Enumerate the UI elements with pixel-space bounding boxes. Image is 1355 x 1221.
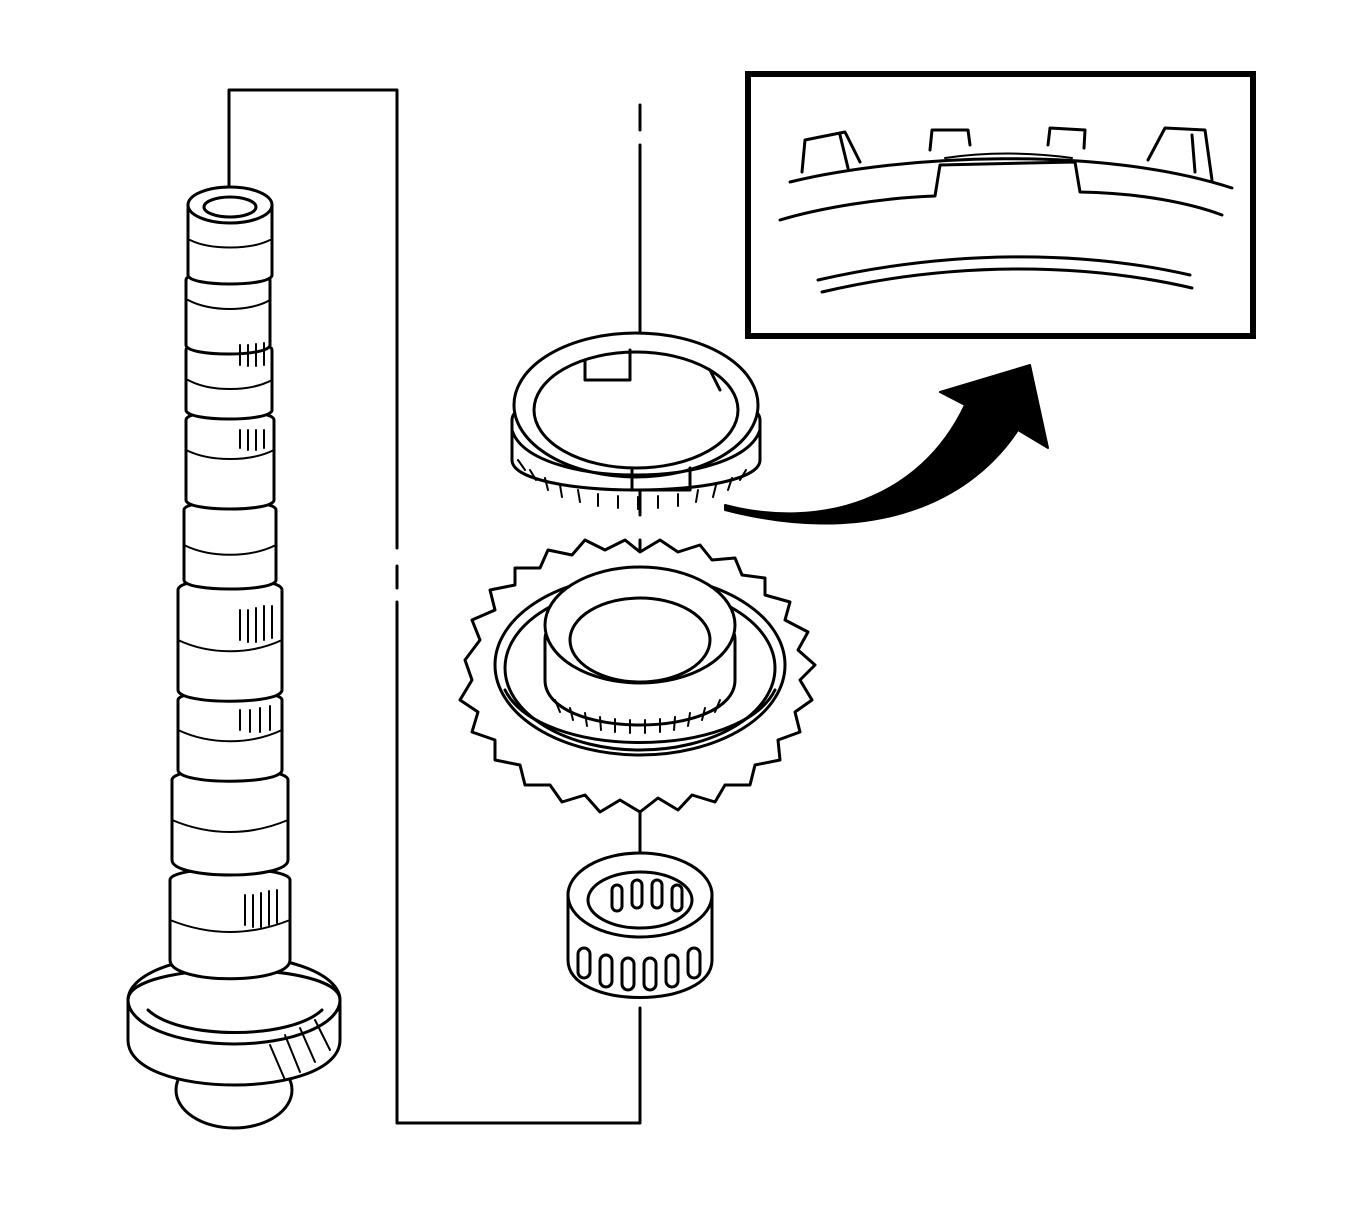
- assembly-path-line: [227, 88, 642, 1125]
- spur-gear-icon: [458, 538, 817, 814]
- needle-roller-bearing-icon: [566, 851, 714, 999]
- magnified-ring-teeth-icon: [745, 71, 1256, 339]
- curved-arrow-icon: [724, 364, 1049, 525]
- blocker-ring-icon: [510, 331, 762, 510]
- shaft-with-pinion-gear-icon: [126, 185, 342, 1130]
